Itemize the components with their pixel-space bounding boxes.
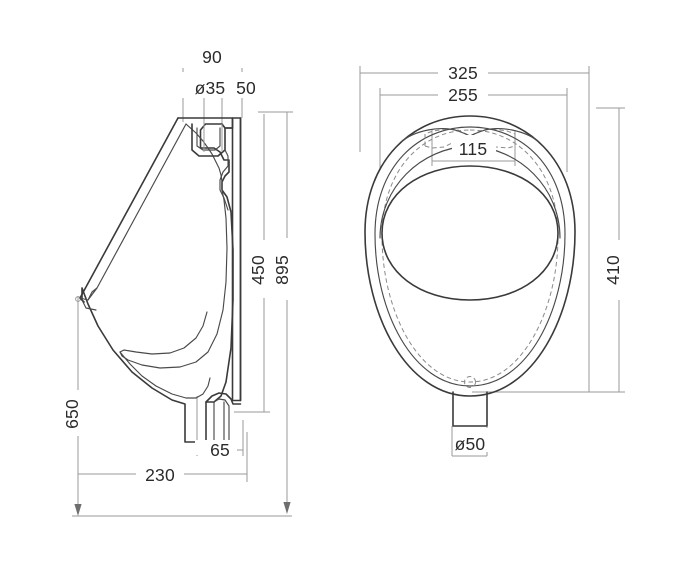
dim-label-90: 90 [202, 47, 222, 67]
side-rim-step [219, 149, 229, 211]
side-outlet-shoulder-inner [213, 398, 230, 443]
side-sump-lower [119, 351, 211, 399]
dim-label-dia35: ø35 [195, 78, 226, 98]
side-rim-cup [196, 127, 221, 151]
dim-label-325: 325 [448, 63, 478, 83]
front-hidden-contour [381, 129, 559, 383]
dimension-895 [258, 111, 293, 514]
side-outer-profile [81, 117, 234, 443]
side-deflector-lip [79, 287, 98, 301]
dim-label-410: 410 [603, 255, 623, 285]
dim-label-115: 115 [459, 139, 488, 159]
dim-label-450: 450 [248, 255, 268, 285]
front-plan-view: 325 255 115 410 ø50 [359, 62, 632, 457]
side-rim-cup-outer [191, 123, 234, 157]
dim-label-outlet-50: ø50 [455, 434, 486, 454]
front-rim-shoulder-right [469, 128, 540, 143]
side-bowl-cavity [119, 189, 228, 369]
front-rim-shoulder-left [400, 128, 471, 143]
side-deflector-inner [87, 123, 187, 301]
front-bowl-cavity [381, 165, 559, 301]
side-outlet-shoulder [205, 392, 242, 405]
side-deflector-lip-2 [81, 299, 97, 311]
dimension-dia35 [203, 91, 227, 141]
dim-label-65: 65 [210, 440, 230, 460]
front-outlet-spigot [452, 391, 488, 427]
side-outlet-neck [205, 401, 225, 443]
front-inner-silhouette [374, 126, 566, 387]
dim-label-50: 50 [236, 78, 256, 98]
side-section-view: 90 ø35 50 450 895 650 65 230 [62, 46, 300, 517]
dim-label-230: 230 [145, 465, 175, 485]
dim-label-255: 255 [448, 85, 478, 105]
side-deflector-outer [79, 117, 179, 303]
dimension-230 [78, 432, 248, 482]
dimension-325 [359, 66, 590, 392]
front-drain-eye [464, 376, 476, 388]
front-outer-silhouette [364, 115, 576, 397]
dim-label-650: 650 [62, 399, 82, 429]
front-inlet-slot [424, 128, 516, 146]
side-bowl-upper-wall [185, 123, 223, 183]
dim-label-895: 895 [272, 255, 292, 285]
dimension-255 [379, 88, 568, 172]
